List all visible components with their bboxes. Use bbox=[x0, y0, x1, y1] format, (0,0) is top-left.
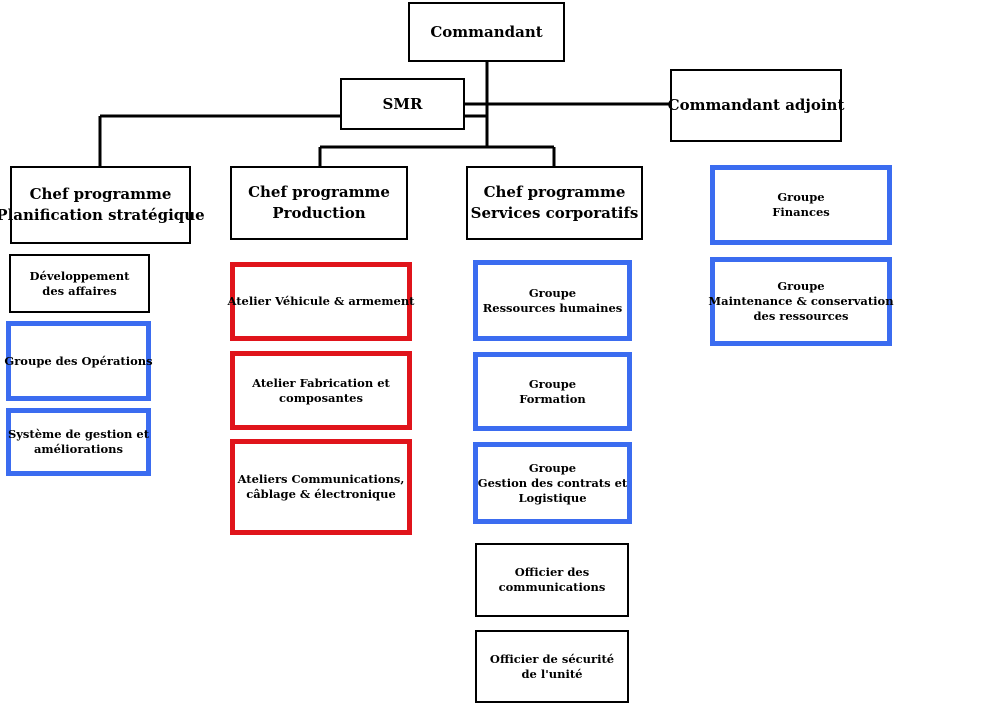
groupe-maintenance-line-2: Maintenance & conservation bbox=[708, 294, 894, 308]
chef-production-title: Chef programme bbox=[248, 183, 390, 201]
officier-communications-line-2: communications bbox=[498, 580, 606, 594]
groupe-rh-line-2: Ressources humaines bbox=[482, 300, 623, 315]
ateliers-communications-line-1: Ateliers Communications, bbox=[237, 472, 405, 486]
atelier-fabrication-box: Atelier Fabrication et composantes bbox=[230, 351, 412, 430]
groupe-maintenance-line-3: des ressources bbox=[753, 309, 849, 323]
chef-planification-title: Chef programme bbox=[29, 185, 172, 203]
groupe-contrats-line-2: Gestion des contrats et bbox=[477, 475, 628, 490]
chef-planification-subtitle: Planification stratégique bbox=[0, 206, 205, 224]
groupe-contrats-line-1: Groupe bbox=[528, 460, 577, 475]
officier-securite-line-2: de l'unité bbox=[521, 666, 583, 681]
commandant-adjoint-box: Commandant adjoint bbox=[667, 69, 845, 142]
chef-production-box: Chef programme Production bbox=[230, 166, 408, 240]
officier-communications-box: Officier des communications bbox=[475, 543, 629, 617]
smr-label: SMR bbox=[382, 94, 423, 113]
groupe-finances-line-2: Finances bbox=[772, 205, 830, 219]
officier-securite-box: Officier de sécurité de l'unité bbox=[475, 630, 629, 703]
officier-communications-line-1: Officier des bbox=[514, 565, 590, 579]
groupe-formation-line-2: Formation bbox=[519, 391, 586, 406]
chef-services-title: Chef programme bbox=[483, 183, 626, 201]
atelier-fabrication-line-1: Atelier Fabrication et bbox=[252, 375, 390, 390]
smr-box: SMR bbox=[340, 78, 465, 130]
groupe-operations-line-1: Groupe des Opérations bbox=[4, 353, 153, 368]
developpement-affaires-box: Développement des affaires bbox=[9, 254, 150, 313]
chef-production-subtitle: Production bbox=[272, 204, 366, 222]
groupe-maintenance-line-1: Groupe bbox=[777, 279, 825, 293]
chef-services-box: Chef programme Services corporatifs bbox=[466, 166, 643, 240]
ateliers-communications-line-2: câblage & électronique bbox=[246, 487, 396, 501]
groupe-maintenance-box: Groupe Maintenance & conservation des re… bbox=[708, 257, 894, 346]
groupe-formation-line-1: Groupe bbox=[528, 376, 577, 391]
officier-securite-line-1: Officier de sécurité bbox=[489, 651, 615, 666]
commandant-box: Commandant bbox=[408, 2, 565, 62]
commandant-adjoint-label: Commandant adjoint bbox=[667, 96, 845, 114]
systeme-gestion-line-1: Système de gestion et bbox=[7, 427, 150, 441]
groupe-operations-box: Groupe des Opérations bbox=[4, 321, 153, 401]
ateliers-communications-box: Ateliers Communications, câblage & élect… bbox=[230, 439, 412, 535]
atelier-fabrication-line-2: composantes bbox=[279, 390, 363, 405]
groupe-contrats-line-3: Logistique bbox=[518, 490, 587, 505]
groupe-formation-box: Groupe Formation bbox=[473, 352, 632, 431]
developpement-affaires-line-1: Développement bbox=[29, 268, 130, 283]
atelier-vehicule-box: Atelier Véhicule & armement bbox=[227, 262, 415, 341]
systeme-gestion-line-2: améliorations bbox=[33, 442, 124, 456]
atelier-vehicule-line-1: Atelier Véhicule & armement bbox=[227, 294, 415, 308]
groupe-contrats-logistique-box: Groupe Gestion des contrats et Logistiqu… bbox=[473, 442, 632, 524]
groupe-rh-line-1: Groupe bbox=[528, 285, 577, 300]
commandant-label: Commandant bbox=[430, 22, 543, 41]
groupe-finances-box: Groupe Finances bbox=[710, 165, 892, 245]
developpement-affaires-line-2: des affaires bbox=[42, 283, 117, 298]
systeme-gestion-box: Système de gestion et améliorations bbox=[6, 408, 151, 476]
chef-planification-box: Chef programme Planification stratégique bbox=[0, 166, 205, 244]
groupe-finances-line-1: Groupe bbox=[777, 190, 825, 204]
groupe-ressources-humaines-box: Groupe Ressources humaines bbox=[473, 260, 632, 341]
chef-services-subtitle: Services corporatifs bbox=[470, 204, 639, 222]
